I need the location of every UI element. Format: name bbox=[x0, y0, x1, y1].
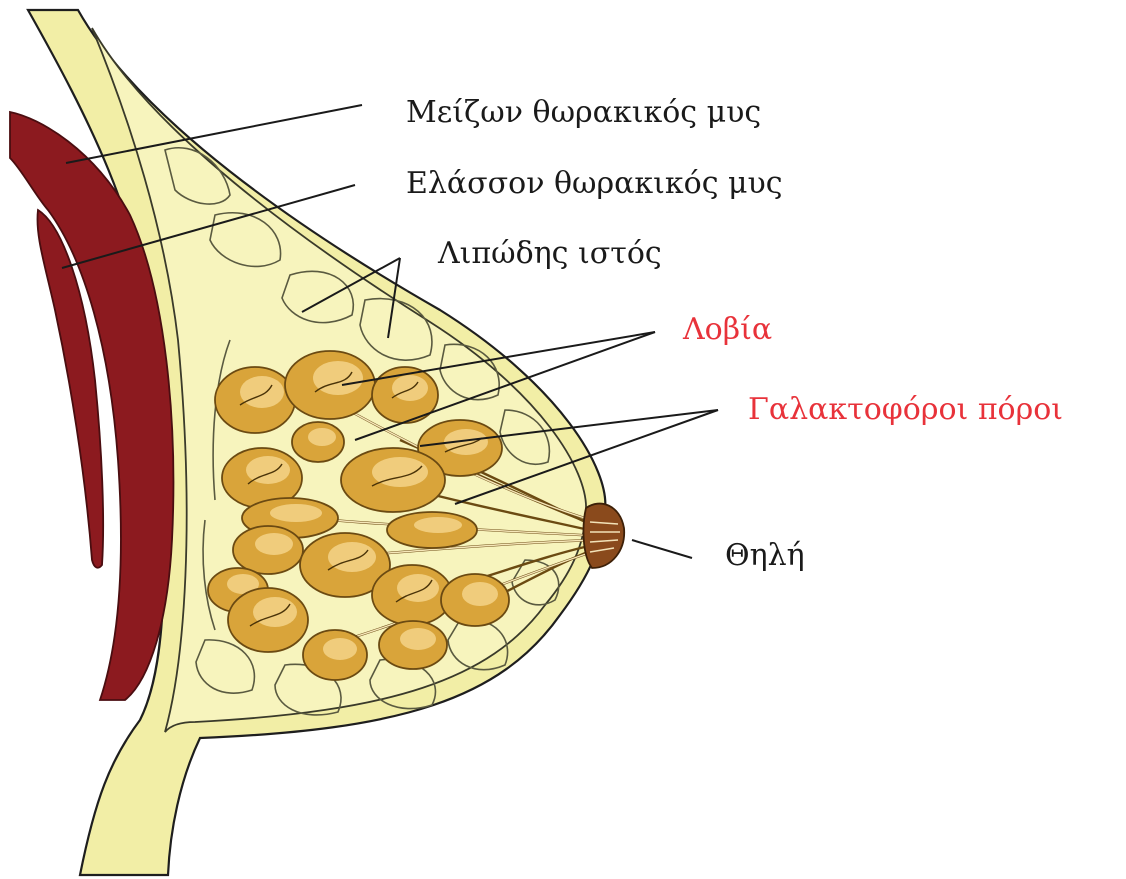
lobule bbox=[341, 448, 445, 512]
lobule bbox=[379, 621, 447, 669]
lobule bbox=[303, 630, 367, 680]
lobule bbox=[285, 351, 375, 419]
label-nipple: Θηλή bbox=[725, 538, 805, 573]
leader-nipple bbox=[632, 540, 692, 558]
lobule bbox=[372, 565, 452, 625]
label-fatty-tissue: Λιπώδης ιστός bbox=[437, 236, 662, 271]
label-milk-ducts: Γαλακτοφόροι πόροι bbox=[748, 392, 1063, 427]
nipple bbox=[584, 504, 625, 568]
label-pectoralis-major: Μείζων θωρακικός μυς bbox=[406, 95, 761, 130]
lobule bbox=[215, 367, 295, 433]
lobule bbox=[228, 588, 308, 652]
lobule bbox=[441, 574, 509, 626]
lobule bbox=[292, 422, 344, 462]
lobule bbox=[233, 526, 303, 574]
label-lobules: Λοβία bbox=[682, 312, 772, 347]
label-pectoralis-minor: Ελάσσον θωρακικός μυς bbox=[406, 166, 783, 201]
lobule bbox=[387, 512, 477, 548]
